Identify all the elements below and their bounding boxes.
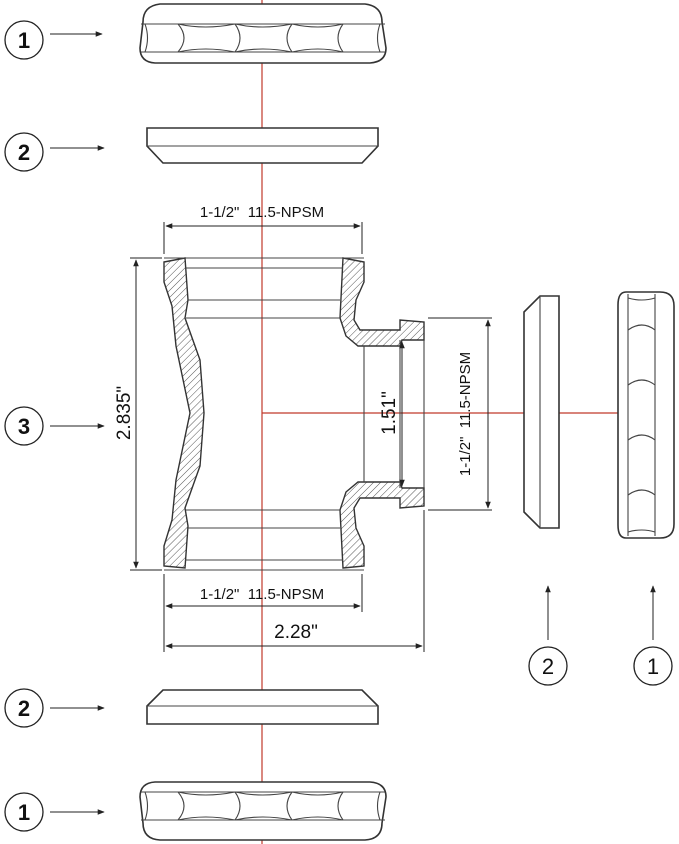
- callout-side-nut-number: 1: [647, 654, 659, 679]
- callout-side-nut: 1: [633, 585, 673, 686]
- tee-body: [163, 257, 425, 571]
- side-washer: [523, 295, 560, 529]
- callout-bottom-nut: 1: [4, 792, 105, 832]
- callout-tee-body: 3: [4, 406, 105, 446]
- top-thread-dimension: 1-1/2" 11.5-NPSM: [163, 204, 363, 254]
- top-union-nut: [139, 3, 387, 64]
- callout-bottom-nut-number: 1: [18, 800, 30, 825]
- bottom-thread-label: 1-1/2" 11.5-NPSM: [200, 586, 324, 603]
- top-thread-label: 1-1/2" 11.5-NPSM: [200, 204, 324, 221]
- callout-top-nut: 1: [4, 20, 103, 60]
- width-dimension: 2.28": [163, 510, 425, 652]
- callout-tee-body-number: 3: [18, 414, 30, 439]
- callout-side-washer: 2: [528, 585, 568, 686]
- callout-bottom-washer: 2: [4, 688, 105, 728]
- branch-id-dimension: 1.51": [379, 341, 405, 487]
- side-union-nut: [617, 291, 675, 539]
- height-label: 2.835": [114, 386, 135, 440]
- callout-bottom-washer-number: 2: [18, 696, 30, 721]
- height-dimension: 2.835": [114, 257, 162, 571]
- callout-top-nut-number: 1: [18, 28, 30, 53]
- branch-id-label: 1.51": [379, 391, 400, 435]
- side-thread-dimension: 1-1/2" 11.5-NPSM: [428, 317, 492, 511]
- bottom-thread-dimension: 1-1/2" 11.5-NPSM: [163, 574, 363, 612]
- bottom-union-nut: [139, 781, 387, 841]
- callout-top-washer: 2: [4, 132, 105, 172]
- top-washer: [146, 127, 379, 164]
- bottom-washer: [146, 689, 379, 725]
- side-thread-label: 1-1/2" 11.5-NPSM: [457, 352, 474, 476]
- width-label: 2.28": [274, 622, 318, 643]
- callout-top-washer-number: 2: [18, 140, 30, 165]
- callout-side-washer-number: 2: [542, 654, 554, 679]
